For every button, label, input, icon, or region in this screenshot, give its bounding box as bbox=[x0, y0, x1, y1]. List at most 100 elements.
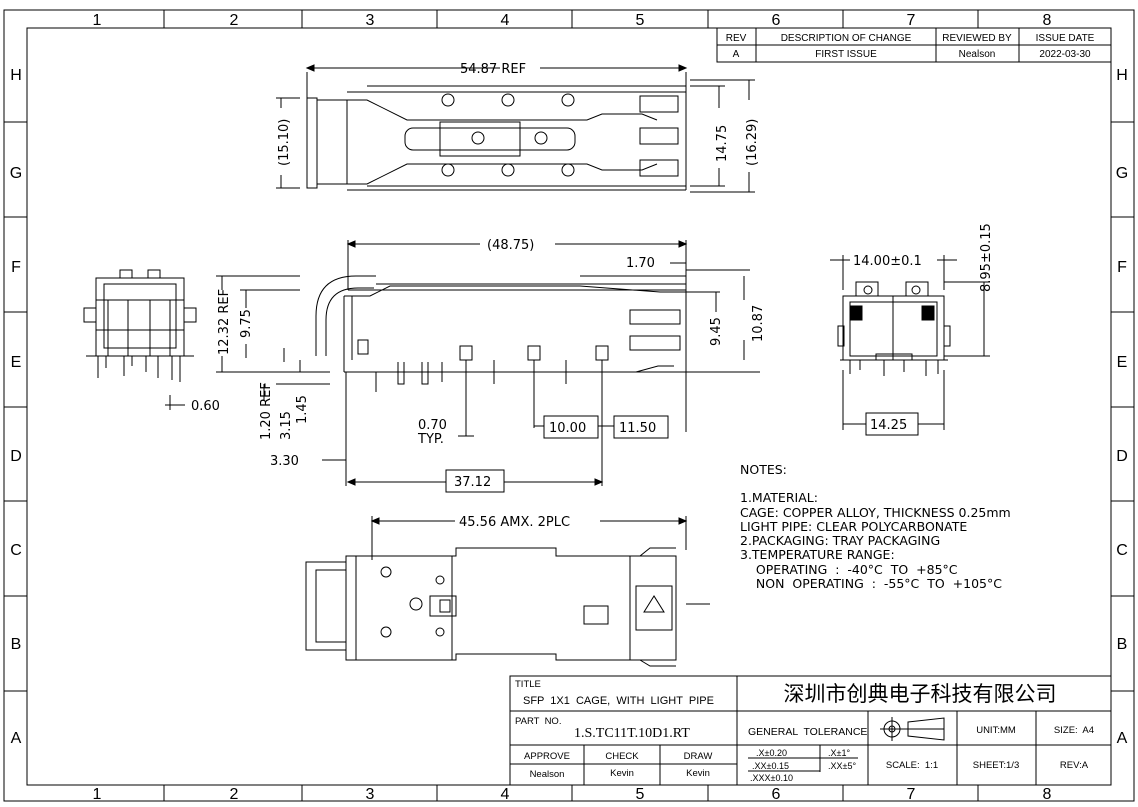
zone-row-C-left: C bbox=[10, 542, 22, 559]
dim-left-060: 0.60 bbox=[191, 399, 220, 414]
check-label: CHECK bbox=[605, 751, 639, 762]
zone-col-7-bottom: 7 bbox=[907, 786, 916, 803]
tol-xx: .XX±0.15 bbox=[752, 761, 789, 771]
part-number: 1.S.TC11T.10D1.RT bbox=[574, 726, 690, 741]
zone-col-4-top: 4 bbox=[501, 12, 510, 29]
dim-side-315: 3.15 bbox=[279, 411, 294, 440]
side-view: (48.75) 1.70 12.32 REF 9.75 9.45 10.87 1… bbox=[216, 238, 766, 493]
dim-side-1150: 11.50 bbox=[619, 421, 656, 436]
zone-col-6-bottom: 6 bbox=[772, 786, 781, 803]
rev-cell-date: 2022-03-30 bbox=[1039, 49, 1091, 60]
dim-side-1087: 10.87 bbox=[751, 305, 766, 342]
zone-row-B-right: B bbox=[1117, 636, 1128, 653]
rev-header-rev: REV bbox=[726, 33, 747, 44]
zone-col-5-bottom: 5 bbox=[636, 786, 645, 803]
zone-row-F-left: F bbox=[11, 259, 21, 276]
note-line-8: NON OPERATING : -55°C TO +105°C bbox=[740, 576, 1002, 591]
scale: SCALE: 1:1 bbox=[886, 760, 938, 771]
dim-side-1232: 12.32 REF bbox=[217, 289, 232, 355]
zone-ticks bbox=[4, 10, 1134, 801]
part-label: PART NO. bbox=[515, 716, 561, 727]
zone-col-5-top: 5 bbox=[636, 12, 645, 29]
bottom-view: 45.56 AMX. 2PLC bbox=[305, 515, 710, 667]
tol-xxx: .XXX±0.10 bbox=[750, 773, 793, 783]
outer-border bbox=[3, 9, 1135, 802]
dim-side-3712: 37.12 bbox=[454, 475, 491, 490]
approve-label: APPROVE bbox=[524, 751, 570, 762]
revision-table: REV DESCRIPTION OF CHANGE REVIEWED BY IS… bbox=[716, 27, 1112, 63]
dim-side-945: 9.45 bbox=[709, 317, 724, 346]
revision: REV:A bbox=[1060, 760, 1089, 771]
sheet-size: SIZE: A4 bbox=[1054, 725, 1094, 736]
zone-row-D-right: D bbox=[1116, 448, 1128, 465]
drawing-title: SFP 1X1 CAGE, WITH LIGHT PIPE bbox=[523, 695, 714, 707]
rev-header-reviewed: REVIEWED BY bbox=[942, 33, 1012, 44]
zone-col-2-top: 2 bbox=[230, 12, 239, 29]
dim-side-330: 3.30 bbox=[270, 454, 299, 469]
title-label: TITLE bbox=[515, 679, 541, 690]
zone-row-C-right: C bbox=[1116, 542, 1128, 559]
rev-header-date: ISSUE DATE bbox=[1036, 33, 1095, 44]
dim-bottom-length: 45.56 AMX. 2PLC bbox=[459, 515, 570, 530]
zone-row-B-left: B bbox=[11, 636, 22, 653]
dim-front-height: 8.95±0.15 bbox=[979, 223, 994, 292]
note-line-7: OPERATING : -40°C TO +85°C bbox=[740, 562, 958, 577]
zone-row-G-left: G bbox=[10, 165, 22, 182]
dim-side-145: 1.45 bbox=[295, 395, 310, 424]
approve-name: Nealson bbox=[530, 769, 565, 780]
ang-x: .X±1° bbox=[828, 748, 850, 758]
dim-front-width: 14.00±0.1 bbox=[853, 254, 922, 269]
notes: NOTES: 1.MATERIAL: CAGE: COPPER ALLOY, T… bbox=[740, 462, 1011, 591]
left-end-view: 0.60 bbox=[83, 269, 220, 414]
company-name: 深圳市创典电子科技有限公司 bbox=[784, 682, 1057, 706]
draw-name: Kevin bbox=[686, 768, 710, 779]
zone-col-3-top: 3 bbox=[366, 12, 375, 29]
zone-col-4-bottom: 4 bbox=[501, 786, 510, 803]
top-view: 54.87 REF (15.10) 14.75 (16.29) bbox=[276, 62, 760, 193]
note-line-5: 2.PACKAGING: TRAY PACKAGING bbox=[740, 533, 940, 548]
note-line-3: CAGE: COPPER ALLOY, THICKNESS 0.25mm bbox=[740, 505, 1011, 520]
general-tolerance: GENERAL TOLERANCE bbox=[748, 726, 867, 738]
zone-row-E-right: E bbox=[1117, 354, 1128, 371]
zone-col-8-top: 8 bbox=[1043, 12, 1052, 29]
title-block: TITLE SFP 1X1 CAGE, WITH LIGHT PIPE PART… bbox=[509, 675, 1112, 786]
zone-row-F-right: F bbox=[1117, 259, 1127, 276]
zone-row-H-left: H bbox=[10, 67, 22, 84]
check-name: Kevin bbox=[610, 768, 634, 779]
note-line-2: 1.MATERIAL: bbox=[740, 490, 818, 505]
zone-row-A-left: A bbox=[11, 730, 22, 747]
front-view: 14.00±0.1 8.95±0.15 14.25 bbox=[830, 223, 994, 436]
dim-side-120: 1.20 REF bbox=[259, 382, 274, 440]
rev-cell-reviewed: Nealson bbox=[959, 49, 996, 60]
ang-xx: .XX±5° bbox=[828, 761, 856, 771]
dim-top-length: 54.87 REF bbox=[460, 62, 526, 77]
sheet-number: SHEET:1/3 bbox=[973, 760, 1019, 771]
zone-col-7-top: 7 bbox=[907, 12, 916, 29]
dim-side-975: 9.75 bbox=[239, 309, 254, 338]
zone-col-2-bottom: 2 bbox=[230, 786, 239, 803]
dim-side-170: 1.70 bbox=[626, 256, 655, 271]
draw-label: DRAW bbox=[684, 751, 713, 762]
dim-top-h1: (15.10) bbox=[277, 119, 292, 166]
dim-side-1000: 10.00 bbox=[549, 421, 586, 436]
dim-side-typ: TYP. bbox=[417, 432, 444, 447]
dim-front-pitch: 14.25 bbox=[870, 418, 907, 433]
note-line-6: 3.TEMPERATURE RANGE: bbox=[740, 547, 895, 562]
zone-col-6-top: 6 bbox=[772, 12, 781, 29]
zone-row-G-right: G bbox=[1116, 165, 1128, 182]
zone-row-D-left: D bbox=[10, 448, 22, 465]
unit: UNIT:MM bbox=[976, 725, 1016, 736]
note-line-0: NOTES: bbox=[740, 462, 787, 477]
dim-top-h3: (16.29) bbox=[745, 119, 760, 166]
zone-row-H-right: H bbox=[1116, 67, 1128, 84]
tol-x: .X±0.20 bbox=[756, 748, 787, 758]
dim-side-length: (48.75) bbox=[487, 238, 534, 253]
inner-border bbox=[26, 27, 1112, 786]
zone-col-1-top: 1 bbox=[93, 12, 102, 29]
zone-row-E-left: E bbox=[11, 354, 22, 371]
dim-top-h2: 14.75 bbox=[715, 125, 730, 162]
note-line-4: LIGHT PIPE: CLEAR POLYCARBONATE bbox=[740, 519, 967, 534]
rev-cell-rev: A bbox=[733, 49, 740, 60]
zone-col-1-bottom: 1 bbox=[93, 786, 102, 803]
